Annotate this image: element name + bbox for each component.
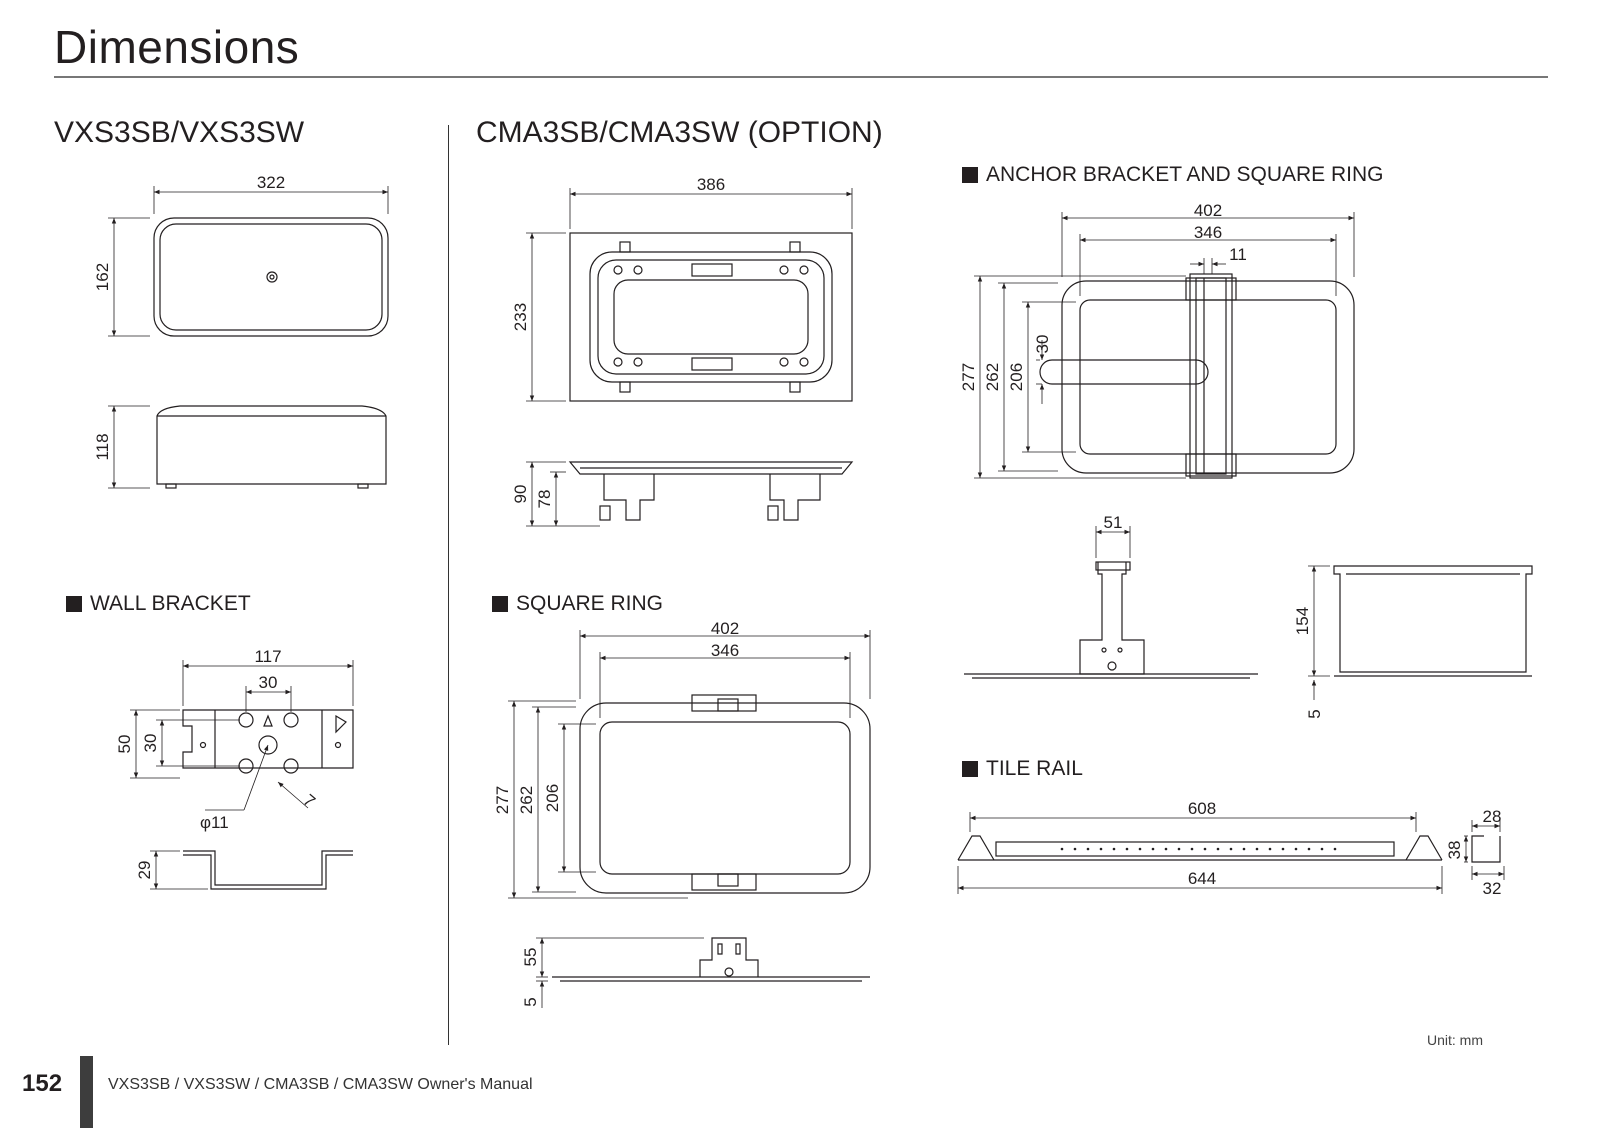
- anchor-bracket-end-view: [1308, 565, 1533, 700]
- dim-bracket-hole-diameter: φ11: [200, 813, 229, 832]
- footer-manual-title: VXS3SB / VXS3SW / CMA3SB / CMA3SW Owner'…: [108, 1076, 533, 1093]
- dim-bracket-slot: 7: [299, 791, 318, 812]
- dim-ring-side-height: 55: [521, 948, 540, 967]
- dim-anchor-side-flange: 5: [1305, 709, 1324, 718]
- tile-rail-heading: TILE RAIL: [962, 757, 1083, 781]
- dim-mount-total-height: 90: [511, 485, 530, 504]
- dim-rail-profile-base: 32: [1483, 879, 1502, 898]
- dim-mount-height: 233: [511, 303, 530, 331]
- anchor-bracket-side-view: [964, 526, 1258, 679]
- dim-bracket-hole-height: 30: [141, 734, 160, 753]
- tile-rail-holes: [1060, 847, 1337, 851]
- footer-bar: [80, 1056, 93, 1128]
- page-number: 152: [22, 1070, 63, 1097]
- tile-rail-profile: [1463, 820, 1505, 880]
- wall-bracket-heading: WALL BRACKET: [66, 592, 251, 616]
- dim-ring-outer-height: 277: [493, 786, 512, 814]
- page-title: Dimensions: [54, 21, 300, 73]
- unit-note: Unit: mm: [1427, 1032, 1483, 1048]
- dim-ring-inner-width: 346: [711, 641, 739, 660]
- dim-ring-inner-height: 206: [543, 784, 562, 812]
- dim-ring-outer-width: 402: [711, 619, 739, 638]
- dim-bracket-side-height: 29: [135, 861, 154, 880]
- anchor-bracket-front-view: [974, 212, 1355, 479]
- square-ring-front-view: [508, 630, 871, 899]
- dim-speaker-height: 118: [93, 433, 112, 460]
- dim-rail-inner-length: 608: [1188, 799, 1216, 818]
- square-ring-side-view: [536, 937, 870, 1008]
- model-heading-cma3: CMA3SB/CMA3SW (OPTION): [476, 116, 883, 149]
- title-rule: [54, 76, 1548, 78]
- model-heading-vxs3: VXS3SB/VXS3SW: [54, 116, 305, 149]
- square-bullet-icon: [66, 596, 82, 612]
- dim-rail-profile-width: 28: [1483, 807, 1502, 826]
- dim-anchor-outer-width: 402: [1194, 201, 1222, 220]
- dim-rail-outer-length: 644: [1188, 869, 1216, 888]
- dim-anchor-bracket-top: 51: [1104, 513, 1123, 532]
- tile-rail-view: [957, 812, 1443, 894]
- dim-ring-mid-height: 262: [517, 786, 536, 814]
- ceiling-mount-side-view: [526, 461, 854, 527]
- dim-bracket-width: 117: [254, 647, 281, 666]
- dim-speaker-width: 322: [257, 173, 285, 192]
- ceiling-mount-front-view: [526, 188, 853, 402]
- dim-bracket-pitch: 30: [259, 673, 278, 692]
- dim-mount-width: 386: [697, 175, 725, 194]
- speaker-top-view: [108, 186, 389, 337]
- dim-ring-flange: 5: [521, 997, 540, 1006]
- dim-mount-body-height: 78: [535, 490, 554, 509]
- dim-bracket-height: 50: [115, 735, 134, 754]
- dim-rail-profile-height: 38: [1445, 841, 1464, 860]
- anchor-bracket-heading: ANCHOR BRACKET AND SQUARE RING: [962, 163, 1384, 187]
- dim-anchor-side-height: 154: [1293, 607, 1312, 635]
- wall-bracket-side-view: [150, 850, 353, 890]
- dim-anchor-inner-width: 346: [1194, 223, 1222, 242]
- dim-anchor-inner-height: 206: [1007, 363, 1026, 391]
- column-divider: [448, 125, 449, 1045]
- dim-anchor-mid-height: 262: [983, 363, 1002, 391]
- dim-speaker-depth: 162: [93, 263, 112, 291]
- dim-anchor-outer-height: 277: [959, 363, 978, 391]
- dim-anchor-slot-height: 30: [1033, 335, 1052, 354]
- square-ring-heading: SQUARE RING: [492, 592, 663, 616]
- speaker-side-view: [108, 405, 387, 489]
- dim-anchor-bracket-width: 11: [1229, 245, 1247, 264]
- square-bullet-icon: [492, 596, 508, 612]
- square-bullet-icon: [962, 167, 978, 183]
- square-bullet-icon: [962, 761, 978, 777]
- wall-bracket-front-view: [130, 660, 354, 811]
